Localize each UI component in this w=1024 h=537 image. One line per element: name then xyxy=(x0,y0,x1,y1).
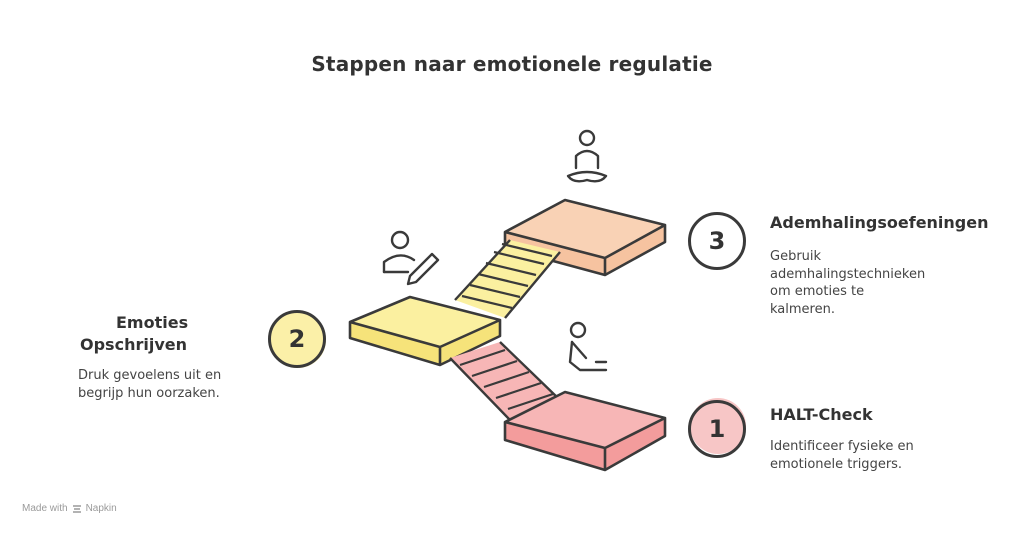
person-kneeling-icon xyxy=(568,321,608,372)
step-1-description: Identificeer fysieke en emotionele trigg… xyxy=(770,439,914,472)
step-1-title: HALT-Check xyxy=(770,405,873,424)
platform-2 xyxy=(348,295,502,367)
made-with-napkin: Made with Napkin xyxy=(22,503,117,514)
page-title: Stappen naar emotionele regulatie xyxy=(311,52,713,76)
person-meditating-icon xyxy=(566,129,608,183)
step-3-badge: 3 xyxy=(688,212,746,270)
platform-1 xyxy=(503,390,667,472)
step-2-badge: 2 xyxy=(268,310,326,368)
step-2-description: Druk gevoelens uit en begrijp hun oorzak… xyxy=(78,368,222,401)
napkin-logo-icon xyxy=(72,504,81,513)
napkin-brand: Napkin xyxy=(85,503,117,514)
step-3-description: Gebruik ademhalingstechnieken om emoties… xyxy=(770,249,926,317)
person-writing-icon xyxy=(382,230,440,286)
step-3-title: Ademhalingsoefeningen xyxy=(770,213,989,232)
stairs-upper xyxy=(454,239,561,319)
made-with-label: Made with xyxy=(22,503,68,514)
step-1-badge: 1 xyxy=(688,400,746,458)
stairs-lower xyxy=(449,341,561,421)
step-2-title: Emoties Opschrijven xyxy=(80,313,189,354)
